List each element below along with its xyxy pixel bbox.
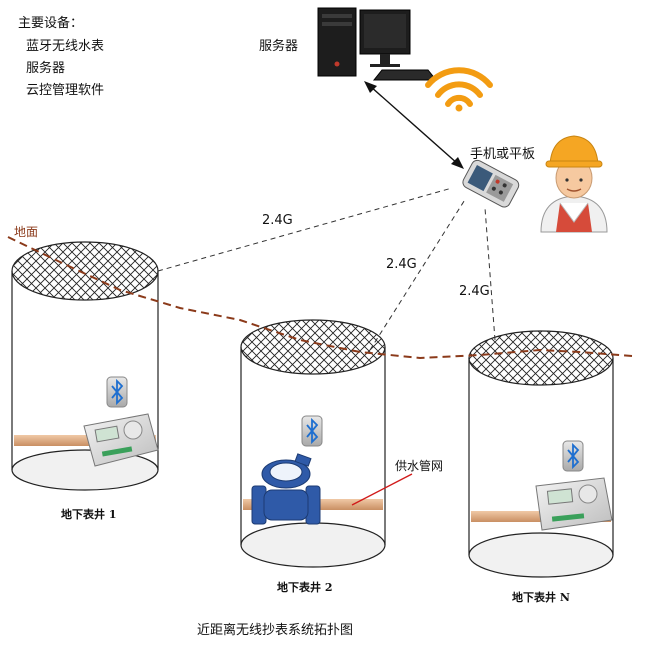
legend-item: 云控管理软件 bbox=[26, 83, 105, 98]
server-icon bbox=[317, 7, 438, 81]
signal-label: 2.4G bbox=[386, 257, 417, 272]
water-meter-icon bbox=[83, 413, 159, 467]
bluetooth-icon bbox=[106, 376, 128, 408]
well-label: 地下表井 N bbox=[512, 591, 570, 604]
worker-icon bbox=[540, 135, 608, 233]
well-label: 地下表井 1 bbox=[61, 508, 117, 521]
legend-item: 服务器 bbox=[26, 61, 66, 76]
well-n bbox=[468, 330, 614, 578]
signal-links bbox=[157, 187, 496, 351]
pipe-pointer-line bbox=[351, 473, 413, 506]
pipe-label: 供水管网 bbox=[395, 459, 444, 473]
ground-label: 地面 bbox=[14, 225, 39, 239]
diagram-caption: 近距离无线抄表系统拓扑图 bbox=[197, 623, 354, 638]
ground-line bbox=[7, 236, 633, 360]
water-meter-icon bbox=[535, 477, 613, 531]
legend-title: 主要设备： bbox=[18, 16, 84, 31]
water-meter-icon bbox=[251, 453, 321, 525]
legend-item: 蓝牙无线水表 bbox=[26, 39, 105, 54]
signal-label: 2.4G bbox=[459, 284, 490, 299]
bluetooth-icon bbox=[562, 440, 584, 472]
handheld-icon bbox=[462, 159, 520, 208]
server-link-arrow bbox=[364, 81, 464, 169]
bluetooth-icon bbox=[301, 415, 323, 447]
server-label: 服务器 bbox=[259, 39, 299, 54]
signal-label: 2.4G bbox=[262, 213, 293, 228]
wifi-icon bbox=[425, 67, 493, 112]
well-label: 地下表井 2 bbox=[277, 581, 333, 594]
handheld-label: 手机或平板 bbox=[470, 147, 536, 162]
pipe bbox=[14, 435, 156, 446]
